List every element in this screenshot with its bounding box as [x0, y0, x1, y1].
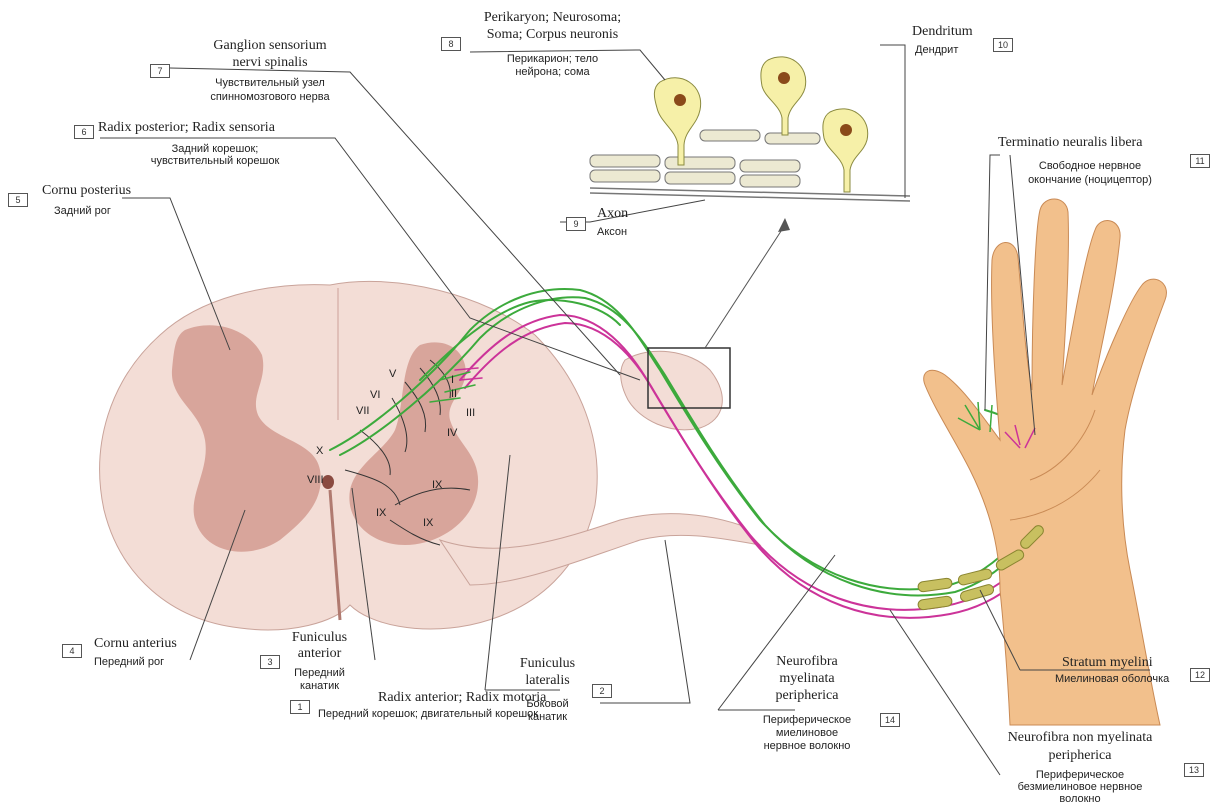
label-13-russian-3: волокно: [990, 793, 1170, 805]
lamina-VIII: VIII: [307, 474, 324, 486]
label-13-russian-2: безмиелиновое нервное: [990, 781, 1170, 793]
label-2-russian-1: Боковой: [510, 698, 585, 710]
label-6-latin: Radix posterior; Radix sensoria: [98, 120, 275, 136]
neuron-body-1: [654, 78, 700, 165]
lamina-X: X: [316, 445, 323, 457]
label-14-latin-2: myelinata: [752, 671, 862, 687]
label-number-12: 12: [1190, 668, 1210, 682]
label-2-latin-2: lateralis: [510, 673, 585, 689]
label-number-10: 10: [993, 38, 1013, 52]
neuron-body-2: [761, 57, 806, 135]
label-14-latin-3: peripherica: [752, 688, 862, 704]
label-number-9: 9: [566, 217, 586, 231]
label-11-russian-1: Свободное нервное: [1005, 160, 1175, 172]
hand-outline: [924, 199, 1167, 725]
neuron-inset: [590, 57, 910, 201]
label-14-russian-1: Периферическое: [742, 714, 872, 726]
label-number-8: 8: [441, 37, 461, 51]
label-7-russian-2: спинномозгового нерва: [185, 91, 355, 103]
label-number-1: 1: [290, 700, 310, 714]
inset-arrow-line: [705, 225, 785, 348]
lamina-V: V: [389, 368, 396, 380]
label-7-latin-2: nervi spinalis: [195, 55, 345, 71]
label-number-4: 4: [62, 644, 82, 658]
lamina-II: II: [451, 388, 457, 400]
label-4-russian: Передний рог: [94, 656, 164, 668]
label-7-russian-1: Чувствительный узел: [185, 77, 355, 89]
label-8-latin-1: Perikaryon; Neurosoma;: [465, 10, 640, 26]
label-13-latin-1: Neurofibra non myelinata: [990, 730, 1170, 746]
lamina-VII: VII: [356, 405, 369, 417]
lamina-VI: VI: [370, 389, 380, 401]
label-1-russian: Передний корешок; двигательный корешок: [318, 708, 538, 720]
inset-arrow-head: [778, 218, 790, 232]
lamina-IX-1: IX: [432, 479, 442, 491]
label-number-14: 14: [880, 713, 900, 727]
label-14-russian-2: миелиновое: [742, 727, 872, 739]
lamina-IV: IV: [447, 427, 457, 439]
label-number-13: 13: [1184, 763, 1204, 777]
label-6-russian-2: чувствительный корешок: [120, 155, 310, 167]
hand: [924, 199, 1167, 725]
label-2-latin-1: Funiculus: [510, 656, 585, 672]
label-number-6: 6: [74, 125, 94, 139]
label-8-russian-2: нейрона; сома: [465, 66, 640, 78]
label-7-latin-1: Ganglion sensorium: [195, 38, 345, 54]
label-number-2: 2: [592, 684, 612, 698]
central-canal: [322, 475, 334, 489]
lamina-IX-3: IX: [423, 517, 433, 529]
lamina-I: I: [451, 374, 454, 386]
label-10-latin: Dendritum: [912, 24, 973, 40]
label-12-latin: Stratum myelini: [1062, 655, 1153, 671]
label-4-latin: Cornu anterius: [94, 636, 177, 652]
label-9-russian: Аксон: [597, 226, 627, 238]
label-13-latin-2: peripherica: [990, 748, 1170, 764]
label-3-latin-2: anterior: [282, 646, 357, 662]
label-14-latin-1: Neurofibra: [752, 654, 862, 670]
label-number-3: 3: [260, 655, 280, 669]
label-11-russian-2: окончание (ноцицептор): [1005, 174, 1175, 186]
label-3-russian-1: Передний: [282, 667, 357, 679]
neuron-body-3: [823, 109, 868, 192]
label-2-russian-2: канатик: [510, 711, 585, 723]
label-8-russian-1: Перикарион; тело: [465, 53, 640, 65]
label-14-russian-3: нервное волокно: [742, 740, 872, 752]
label-6-russian-1: Задний корешок;: [120, 143, 310, 155]
label-11-latin: Terminatio neuralis libera: [998, 135, 1142, 151]
label-5-russian: Задний рог: [54, 205, 111, 217]
label-9-latin: Axon: [597, 206, 628, 222]
label-13-russian-1: Периферическое: [990, 769, 1170, 781]
label-3-russian-2: канатик: [282, 680, 357, 692]
label-3-latin-1: Funiculus: [282, 630, 357, 646]
label-number-7: 7: [150, 64, 170, 78]
label-5-latin: Cornu posterius: [42, 183, 131, 199]
label-8-latin-2: Soma; Corpus neuronis: [465, 27, 640, 43]
label-10-russian: Дендрит: [915, 44, 958, 56]
label-12-russian: Миелиновая оболочка: [1055, 673, 1169, 685]
lamina-IX-2: IX: [376, 507, 386, 519]
lamina-III: III: [466, 407, 475, 419]
label-number-11: 11: [1190, 154, 1210, 168]
label-number-5: 5: [8, 193, 28, 207]
